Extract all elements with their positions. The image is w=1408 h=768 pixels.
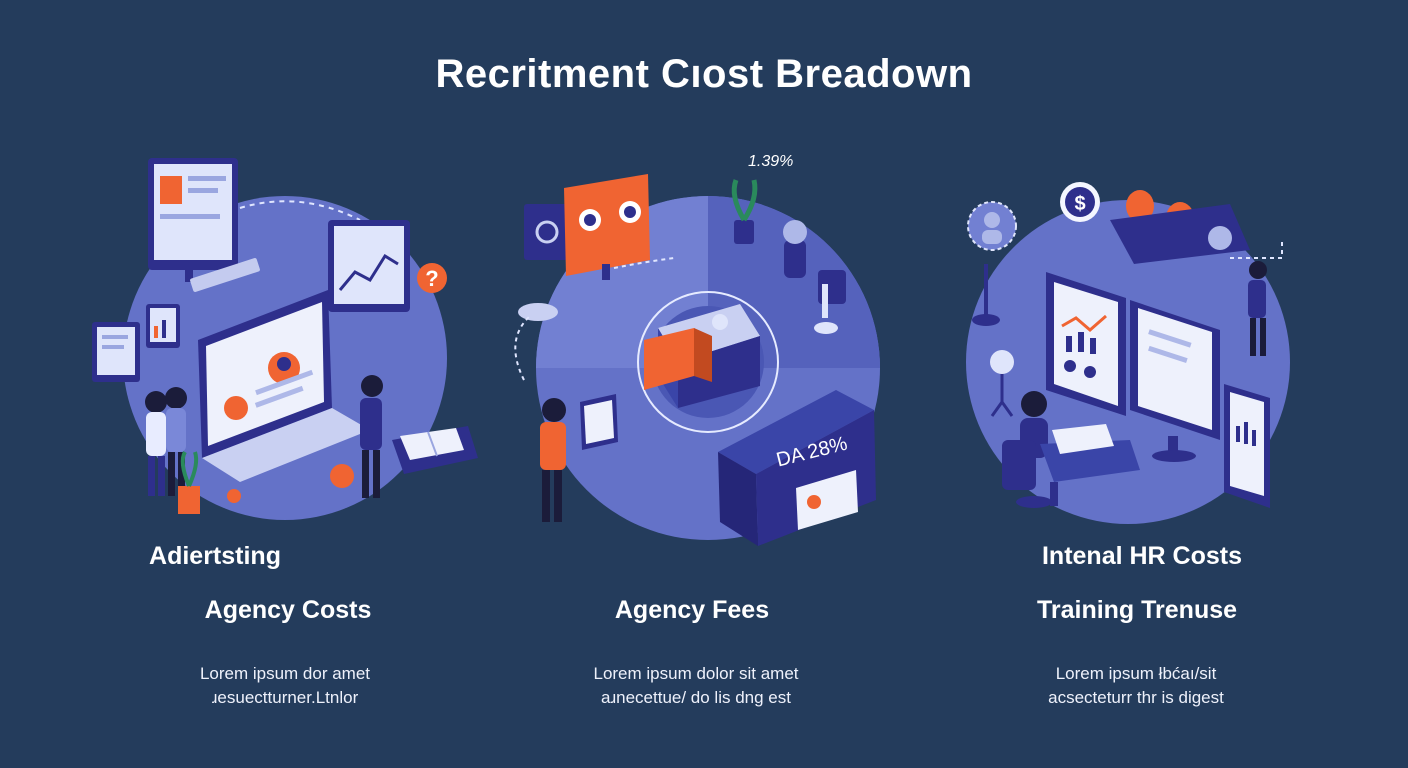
person-right-icon: [360, 375, 383, 498]
person-icon: [1248, 261, 1267, 356]
internal-hr-heading: Intenal HR Costs: [1041, 542, 1243, 570]
advertising-desc-line1: Lorem ipsum dor amet: [199, 664, 371, 683]
chart-icon: [1046, 272, 1126, 416]
person-silhouette-icon: [967, 201, 1017, 251]
dollar-icon: $: [1060, 182, 1100, 222]
monitor-icon: [1130, 300, 1220, 462]
plant-icon: [731, 179, 758, 244]
svg-text:?: ?: [425, 266, 438, 291]
monitor-icon: [148, 158, 238, 282]
svg-text:$: $: [1074, 193, 1085, 215]
group-icon: [1110, 190, 1250, 264]
book-icon: [392, 426, 478, 474]
advertising-illustration: ?: [92, 158, 478, 520]
person-icon: [540, 394, 618, 522]
agency-fees-desc-line1: Lorem ipsum dolor sit amet: [593, 664, 799, 683]
report-screen-icon: [1224, 384, 1270, 508]
agency-fees-desc-line2: aɹnecettue/ do lis dng est: [601, 688, 791, 707]
agency-fees-illustration: 1.39%: [514, 153, 880, 546]
plant-icon: [178, 450, 200, 514]
laptop-icon: [198, 290, 370, 482]
internal-hr-desc-line2: acsecteturr thr is digest: [1048, 688, 1224, 707]
lamp-icon: [783, 220, 846, 334]
desk-icon: DA 28%: [718, 390, 876, 546]
chart-icon: [328, 220, 410, 312]
question-icon: ?: [417, 263, 447, 293]
internal-hr-panel: $: [930, 140, 1370, 707]
advertising-heading: Adiertsting: [149, 542, 281, 570]
advertising-subheading: Agency Costs: [204, 596, 372, 624]
monitor-icon: [524, 174, 650, 280]
money-box-icon: [644, 304, 760, 408]
small-monitor-icon: [92, 304, 180, 382]
person-icon: [145, 387, 187, 496]
advertising-desc-line2: ɹesuectturner.Ltnlor: [211, 688, 359, 707]
internal-hr-desc-line1: Lorem ipsum łbćaı/sit: [1055, 664, 1217, 683]
seated-person-icon: [1002, 391, 1140, 508]
internal-hr-subheading: Training Trenuse: [1036, 596, 1238, 624]
agency-fees-subheading: Agency Fees: [614, 596, 770, 624]
agency-fees-panel: 1.39%: [484, 140, 924, 707]
stat-top-label: 1.39%: [748, 153, 793, 170]
page-title: Recritment Cıost Breadown: [435, 52, 973, 96]
internal-hr-illustration: $: [966, 182, 1290, 524]
advertising-panel: ?: [70, 140, 510, 707]
lamp-icon: [990, 350, 1014, 417]
